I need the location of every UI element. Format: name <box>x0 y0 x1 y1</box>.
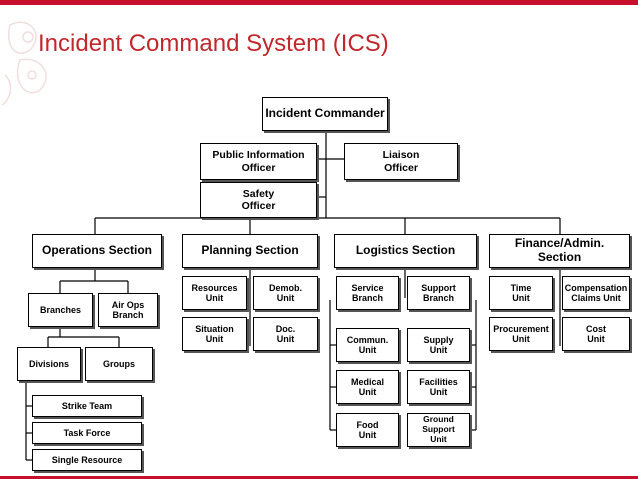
resources-unit-box: Resources Unit <box>182 276 247 310</box>
liaison-officer-box: Liaison Officer <box>344 143 458 180</box>
time-unit-box: Time Unit <box>489 276 553 310</box>
facilities-unit-box: Facilities Unit <box>407 370 470 404</box>
logistics-section-box: Logistics Section <box>334 234 477 268</box>
incident-commander-box: Incident Commander <box>262 97 388 131</box>
groups-box: Groups <box>85 347 153 381</box>
floral-decoration-icon <box>1 21 47 106</box>
compensation-claims-unit-box: Compensation Claims Unit <box>562 276 630 310</box>
strike-team-box: Strike Team <box>32 395 142 417</box>
air-ops-branch-box: Air Ops Branch <box>98 293 158 327</box>
procurement-unit-box: Procurement Unit <box>489 317 553 351</box>
support-branch-box: Support Branch <box>407 276 470 310</box>
service-branch-box: Service Branch <box>336 276 399 310</box>
doc-unit-box: Doc. Unit <box>253 317 318 351</box>
safety-officer-box: Safety Officer <box>200 182 317 218</box>
divisions-box: Divisions <box>17 347 81 381</box>
situation-unit-box: Situation Unit <box>182 317 247 351</box>
cost-unit-box: Cost Unit <box>562 317 630 351</box>
commun-unit-box: Commun. Unit <box>336 328 399 362</box>
single-resource-box: Single Resource <box>32 449 142 471</box>
page-title: Incident Command System (ICS) <box>38 30 389 57</box>
medical-unit-box: Medical Unit <box>336 370 399 404</box>
bottom-accent-bar <box>0 476 638 479</box>
demob-unit-box: Demob. Unit <box>253 276 318 310</box>
operations-section-box: Operations Section <box>32 234 162 268</box>
branches-box: Branches <box>28 293 93 327</box>
public-information-officer-box: Public Information Officer <box>200 143 317 180</box>
top-accent-bar <box>0 0 638 5</box>
supply-unit-box: Supply Unit <box>407 328 470 362</box>
food-unit-box: Food Unit <box>336 413 399 447</box>
planning-section-box: Planning Section <box>182 234 318 268</box>
task-force-box: Task Force <box>32 422 142 444</box>
ground-support-unit-box: Ground Support Unit <box>407 413 470 447</box>
finance-admin-section-box: Finance/Admin. Section <box>489 234 630 268</box>
